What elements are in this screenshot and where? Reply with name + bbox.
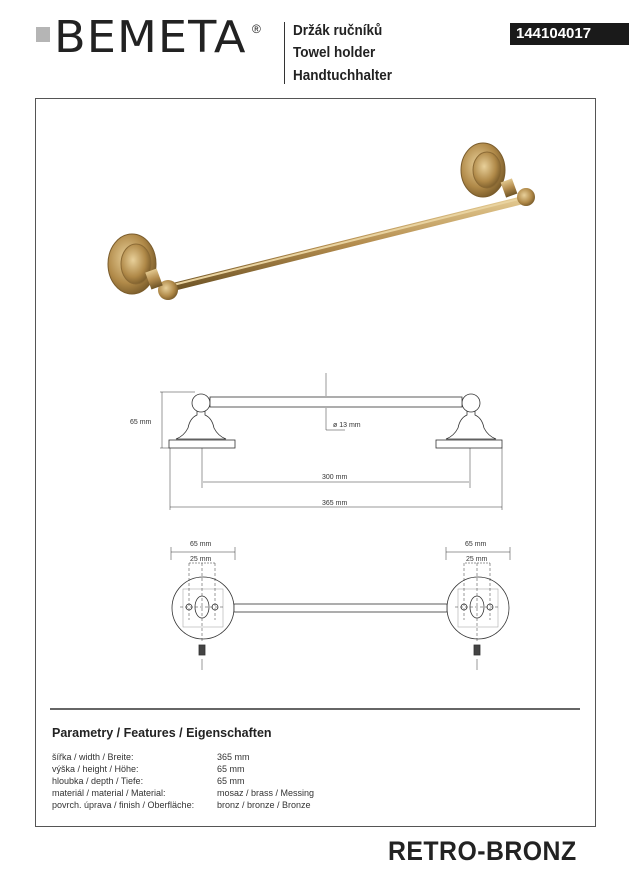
title-cz: Držák ručníků xyxy=(293,22,383,39)
right-rose-dim: 65 mm xyxy=(465,541,487,548)
diameter-dim: ø 13 mm xyxy=(333,422,361,429)
feature-label: šířka / width / Breite: xyxy=(52,752,134,762)
hole-spacing-dim: 300 mm xyxy=(322,474,347,481)
header-separator xyxy=(284,22,285,84)
feature-value: bronz / bronze / Bronze xyxy=(217,800,311,810)
side-view-drawing xyxy=(160,373,503,510)
features-title: Parametry / Features / Eigenschaften xyxy=(52,726,272,740)
feature-value: 65 mm xyxy=(217,776,245,786)
feature-label: výška / height / Höhe: xyxy=(52,764,139,774)
product-code: 144104017 xyxy=(510,23,629,45)
left-rose-dim: 65 mm xyxy=(190,541,212,548)
product-photo xyxy=(107,142,535,300)
brand-logo: BEMETA xyxy=(54,12,247,63)
title-en: Towel holder xyxy=(293,44,376,61)
logo-square xyxy=(36,27,50,42)
top-view-drawing xyxy=(170,547,511,670)
height-dim: 65 mm xyxy=(130,419,152,426)
feature-label: materiál / material / Material: xyxy=(52,788,166,798)
feature-value: mosaz / brass / Messing xyxy=(217,788,315,798)
section-divider xyxy=(50,708,580,710)
left-hole-dim: 25 mm xyxy=(190,556,212,563)
content-frame xyxy=(35,98,596,827)
title-de: Handtuchhalter xyxy=(293,67,393,84)
feature-label: hloubka / depth / Tiefe: xyxy=(52,776,144,786)
feature-label: povrch. úprava / finish / Oberfläche: xyxy=(52,800,195,810)
registered-mark: ® xyxy=(252,22,261,36)
product-series: RETRO-BRONZ xyxy=(388,836,577,866)
right-hole-dim: 25 mm xyxy=(466,556,488,563)
total-width-dim: 365 mm xyxy=(322,500,347,507)
feature-value: 65 mm xyxy=(217,764,245,774)
feature-value: 365 mm xyxy=(217,752,250,762)
